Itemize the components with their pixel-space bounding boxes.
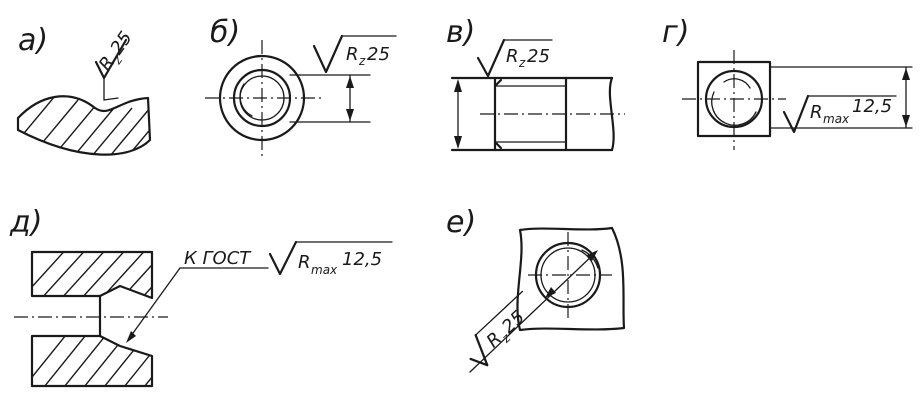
symbol-g-value: 12,5 <box>852 96 892 117</box>
irregular-part-end-view <box>469 226 626 373</box>
roughness-symbol-a: R z 25 <box>95 28 137 101</box>
panel-a-label: а) <box>18 23 48 58</box>
panel-a: а) R z 25 <box>16 23 152 156</box>
roughness-symbol-e: R z 25 <box>469 290 529 367</box>
square-part-end-view <box>682 50 786 150</box>
panel-e-label: е) <box>446 205 476 240</box>
panel-d-label: д) <box>9 205 42 240</box>
shaft-end-view <box>205 40 325 156</box>
extension-lines-g <box>769 66 913 129</box>
threaded-shaft-side-view <box>450 76 625 152</box>
panel-b-label: б) <box>210 15 240 50</box>
panel-d: д) <box>9 205 393 388</box>
roughness-symbol-b: R z 25 <box>312 34 397 74</box>
symbol-v-value: 25 <box>527 46 550 67</box>
symbol-d-letter: R <box>298 252 311 273</box>
panel-v: в) R z 25 <box>446 15 625 152</box>
gost-note-d: К ГОСТ <box>179 248 269 269</box>
symbol-g-sub: max <box>823 112 850 126</box>
symbol-d-note: К ГОСТ <box>184 248 252 269</box>
roughness-symbol-v: R z 25 <box>476 38 553 78</box>
symbol-d-sub: max <box>311 263 338 277</box>
symbol-b-letter: R <box>346 44 359 65</box>
symbol-d-value: 12,5 <box>342 249 382 270</box>
panel-e: е) R z 25 <box>446 205 626 373</box>
panel-g: г) R max 12,5 <box>662 15 913 150</box>
countersunk-hole-section <box>14 250 181 388</box>
symbol-v-letter: R <box>506 46 519 67</box>
panel-b: б) R z 25 <box>205 15 397 156</box>
part-a-hatched <box>16 95 152 156</box>
symbol-v-sub: z <box>518 56 526 70</box>
symbol-g-letter: R <box>810 102 823 123</box>
extension-lines-b <box>289 74 371 123</box>
symbol-b-sub: z <box>358 54 366 68</box>
roughness-symbol-g: R max 12,5 <box>782 94 897 134</box>
panel-v-label: в) <box>446 15 475 50</box>
roughness-symbol-d: R max 12,5 <box>268 240 393 277</box>
symbol-a-value: 25 <box>106 28 136 59</box>
symbol-b-value: 25 <box>367 44 390 65</box>
panel-g-label: г) <box>662 15 689 50</box>
